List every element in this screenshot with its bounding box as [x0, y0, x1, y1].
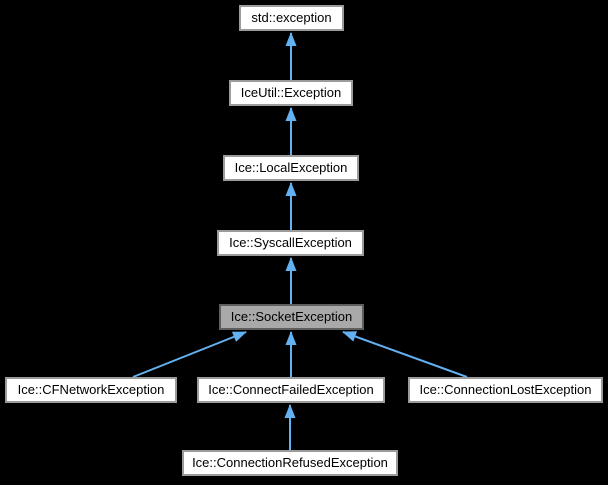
class-node-iceutil-exception[interactable]: IceUtil::Exception — [229, 80, 353, 106]
class-node-std-exception[interactable]: std::exception — [239, 5, 344, 31]
class-node-ice-cfnetworkexception[interactable]: Ice::CFNetworkException — [5, 377, 177, 403]
class-node-ice-connectfailedexception[interactable]: Ice::ConnectFailedException — [197, 377, 385, 403]
class-node-ice-connectionrefusedexception[interactable]: Ice::ConnectionRefusedException — [182, 450, 398, 476]
class-node-ice-socketexception-current: Ice::SocketException — [219, 304, 364, 330]
class-node-ice-localexception[interactable]: Ice::LocalException — [223, 155, 359, 181]
class-node-ice-connectionlostexception[interactable]: Ice::ConnectionLostException — [408, 377, 603, 403]
edge-cfnetwork-to-socket — [132, 331, 247, 378]
class-node-ice-syscallexception[interactable]: Ice::SyscallException — [217, 230, 364, 256]
edge-connectionlost-to-socket — [342, 331, 468, 378]
